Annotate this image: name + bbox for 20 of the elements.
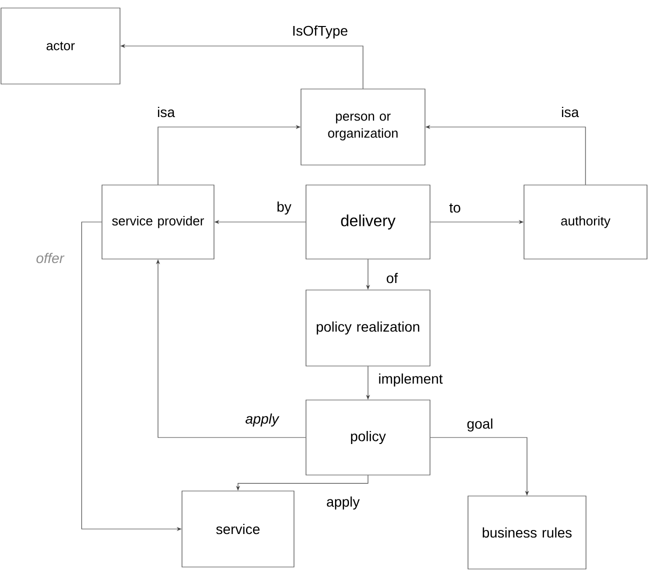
concept-box: delivery [306, 184, 430, 260]
edge-label: isa [156, 106, 176, 118]
edge-label: by [276, 200, 292, 216]
concept-box: policy [306, 400, 430, 476]
edge-label: goal [466, 417, 494, 433]
concept-box: authority [524, 184, 648, 260]
concept-box: service [182, 490, 294, 568]
edge-label: IsOfType [291, 24, 350, 40]
edge-label: implement [377, 372, 444, 388]
concept-box: service provider [102, 184, 214, 260]
edge-label: offer [35, 252, 65, 264]
concept-box: policy realization [306, 290, 430, 366]
edge-label: apply [244, 412, 280, 428]
edge-label: of [385, 272, 399, 284]
edge-label: to [448, 202, 462, 214]
concept-box: actor [0, 8, 120, 84]
concept-box: business rules [468, 496, 586, 570]
concept-box: person or organization [300, 88, 426, 166]
edge-label: isa [560, 106, 580, 118]
edge-label: apply [325, 495, 361, 511]
